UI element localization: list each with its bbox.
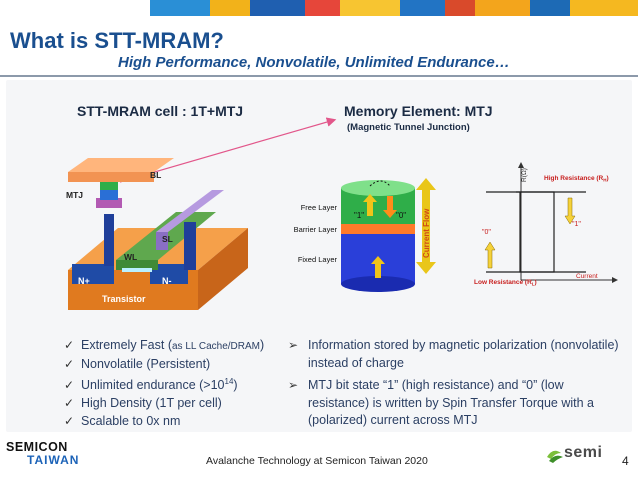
arrow-bullet-icon: ➢ <box>288 338 299 352</box>
barrier-layer-label: Barrier Layer <box>294 225 338 234</box>
state-zero-label: "0" <box>396 211 406 220</box>
feature-item: ✓Nonvolatile (Persistent) <box>64 356 264 374</box>
footer-caption: Avalanche Technology at Semicon Taiwan 2… <box>206 455 428 467</box>
semi-logo-icon <box>547 450 563 463</box>
arrow-bullet-icon: ➢ <box>288 378 299 392</box>
substrate-side <box>198 228 248 310</box>
bit-line <box>68 172 154 182</box>
source-line <box>156 190 224 232</box>
n-minus-label: N- <box>162 276 172 286</box>
cell-heading: STT-MRAM cell : 1T+MTJ <box>77 103 244 119</box>
low-resistance-label: Low Resistance (RL) <box>474 279 537 287</box>
explanation-item: ➢Information stored by magnetic polariza… <box>288 338 619 370</box>
source-line-front <box>156 232 168 250</box>
feature-item: ✓Unlimited endurance (>1014) <box>64 373 264 395</box>
mtj-fixed <box>100 190 118 200</box>
mtj-label: MTJ <box>66 190 83 200</box>
source-via <box>184 222 196 270</box>
word-line-front <box>116 260 158 270</box>
one-state-label: "1" <box>572 221 581 228</box>
memory-element-subheading: (Magnetic Tunnel Junction) <box>347 122 470 133</box>
mtj-diagram: "1" "0" Free Layer Barrier Layer Fixed L… <box>294 178 436 292</box>
feature-item: ✓High Density (1T per cell) <box>64 395 264 413</box>
feature-list: ✓Extremely Fast (as LL Cache/DRAM) ✓Nonv… <box>64 337 264 430</box>
loop-right <box>519 192 586 273</box>
slide-title: What is STT-MRAM? <box>10 28 224 53</box>
y-axis-label: R(Ω) <box>521 168 528 182</box>
memory-element-heading: Memory Element: MTJ <box>344 103 493 119</box>
bit-line-top <box>68 158 174 172</box>
current-flow-arrow <box>416 178 436 274</box>
semicon-logo: SEMICON <box>6 440 68 454</box>
free-layer-label: Free Layer <box>301 203 338 212</box>
explanation-item: ➢MTJ bit state “1” (high resistance) and… <box>288 378 595 427</box>
page-number: 4 <box>622 454 629 468</box>
n-plus-region <box>72 264 114 284</box>
hysteresis-plot: R(Ω) Current High Resistance (RH) Low Re… <box>474 162 618 287</box>
free-down-arrow <box>383 196 397 218</box>
wl-label: WL <box>124 252 137 262</box>
check-icon: ✓ <box>64 413 75 428</box>
x-axis-label: Current <box>576 273 598 280</box>
bl-label: BL <box>150 170 161 180</box>
zero-state-arrow <box>484 241 496 269</box>
one-state-arrow <box>564 197 576 225</box>
transistor-label: Transistor <box>102 294 146 304</box>
drain-via <box>104 214 114 266</box>
fixed-layer-label: Fixed Layer <box>298 255 338 264</box>
state-one-label: "1" <box>354 211 364 220</box>
high-resistance-label: High Resistance (RH) <box>544 175 609 183</box>
current-flow-label: Current Flow <box>422 208 431 258</box>
slide-subtitle: High Performance, Nonvolatile, Unlimited… <box>118 54 510 71</box>
n-plus-label: N+ <box>78 276 90 286</box>
check-icon: ✓ <box>64 338 75 352</box>
title-divider <box>0 75 638 77</box>
feature-item: ✓Extremely Fast (as LL Cache/DRAM) <box>64 337 264 356</box>
taiwan-logo-text: TAIWAN <box>27 453 80 467</box>
check-icon: ✓ <box>64 395 75 410</box>
semi-logo-text: semi <box>564 444 603 461</box>
fixed-arrow <box>371 256 385 278</box>
explanation-list: ➢Information stored by magnetic polariza… <box>288 337 628 435</box>
check-icon: ✓ <box>64 378 75 393</box>
feature-item: ✓Scalable to 0x nm <box>64 413 264 431</box>
check-icon: ✓ <box>64 356 75 371</box>
barrier-layer <box>341 222 415 234</box>
cell-diagram: BL MTJ SL WL N+ N- Transistor <box>66 158 248 310</box>
free-up-arrow <box>363 194 377 216</box>
n-minus-region <box>150 264 188 284</box>
sl-label: SL <box>162 234 173 244</box>
mtj-bottom <box>96 198 122 208</box>
zero-state-label: "0" <box>482 229 491 236</box>
header-banner <box>0 0 638 16</box>
